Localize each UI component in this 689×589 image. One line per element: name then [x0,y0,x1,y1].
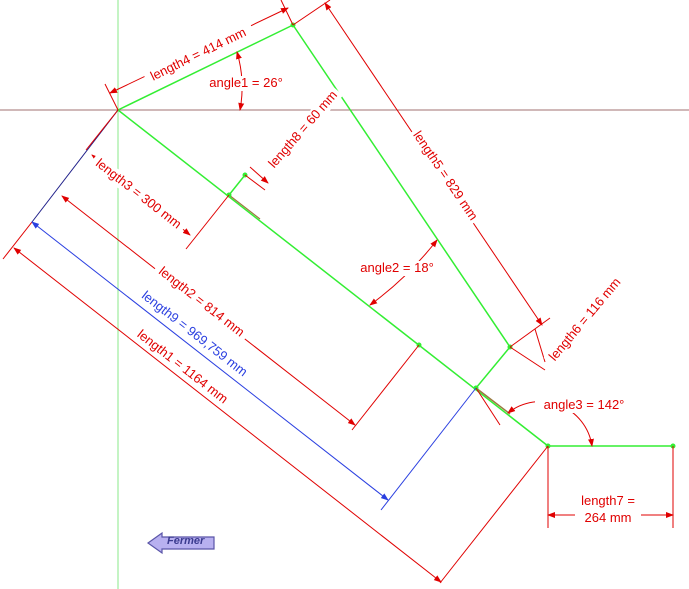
label-length8[interactable]: length8 = 60 mm [263,85,344,174]
svg-text:length7 =: length7 = [581,493,635,508]
label-angle3[interactable]: angle3 = 142° [535,397,633,413]
label-length5[interactable]: length5 = 829 mm [407,126,483,226]
svg-text:length3 = 300 mm: length3 = 300 mm [93,155,185,231]
svg-text:length2 = 814 mm: length2 = 814 mm [156,263,248,339]
svg-text:length8 = 60 mm: length8 = 60 mm [265,87,340,170]
short-brown-segment-2 [228,194,261,220]
back-arrow-icon [146,531,215,555]
svg-text:angle3 = 142°: angle3 = 142° [544,397,625,412]
fermer-button[interactable] [146,531,216,555]
svg-text:angle2 = 18°: angle2 = 18° [360,260,434,275]
label-length7[interactable]: length7 = 264 mm [575,493,641,525]
label-length3[interactable]: length3 = 300 mm [88,152,189,236]
short-brown-segment [475,387,511,415]
label-length6[interactable]: length6 = 116 mm [543,271,628,368]
measure-length9 [31,221,477,511]
dim-line-length8 [249,166,269,184]
angle-arcs [236,51,594,447]
dimension-lines [13,2,674,583]
label-length1[interactable]: length1 = 1164 mm [127,321,238,413]
dim-line-length1 [13,247,442,583]
svg-text:angle1 = 26°: angle1 = 26° [209,75,283,90]
label-angle2[interactable]: angle2 = 18° [352,260,442,276]
svg-text:264 mm: 264 mm [585,510,632,525]
dim-line-length6 [534,328,546,363]
sketch-points [226,22,676,449]
label-angle1[interactable]: angle1 = 26° [201,75,291,91]
dimension-extension-lines [2,0,674,584]
svg-text:length5 = 829 mm: length5 = 829 mm [410,128,481,223]
svg-text:length6 = 116 mm: length6 = 116 mm [546,275,624,364]
